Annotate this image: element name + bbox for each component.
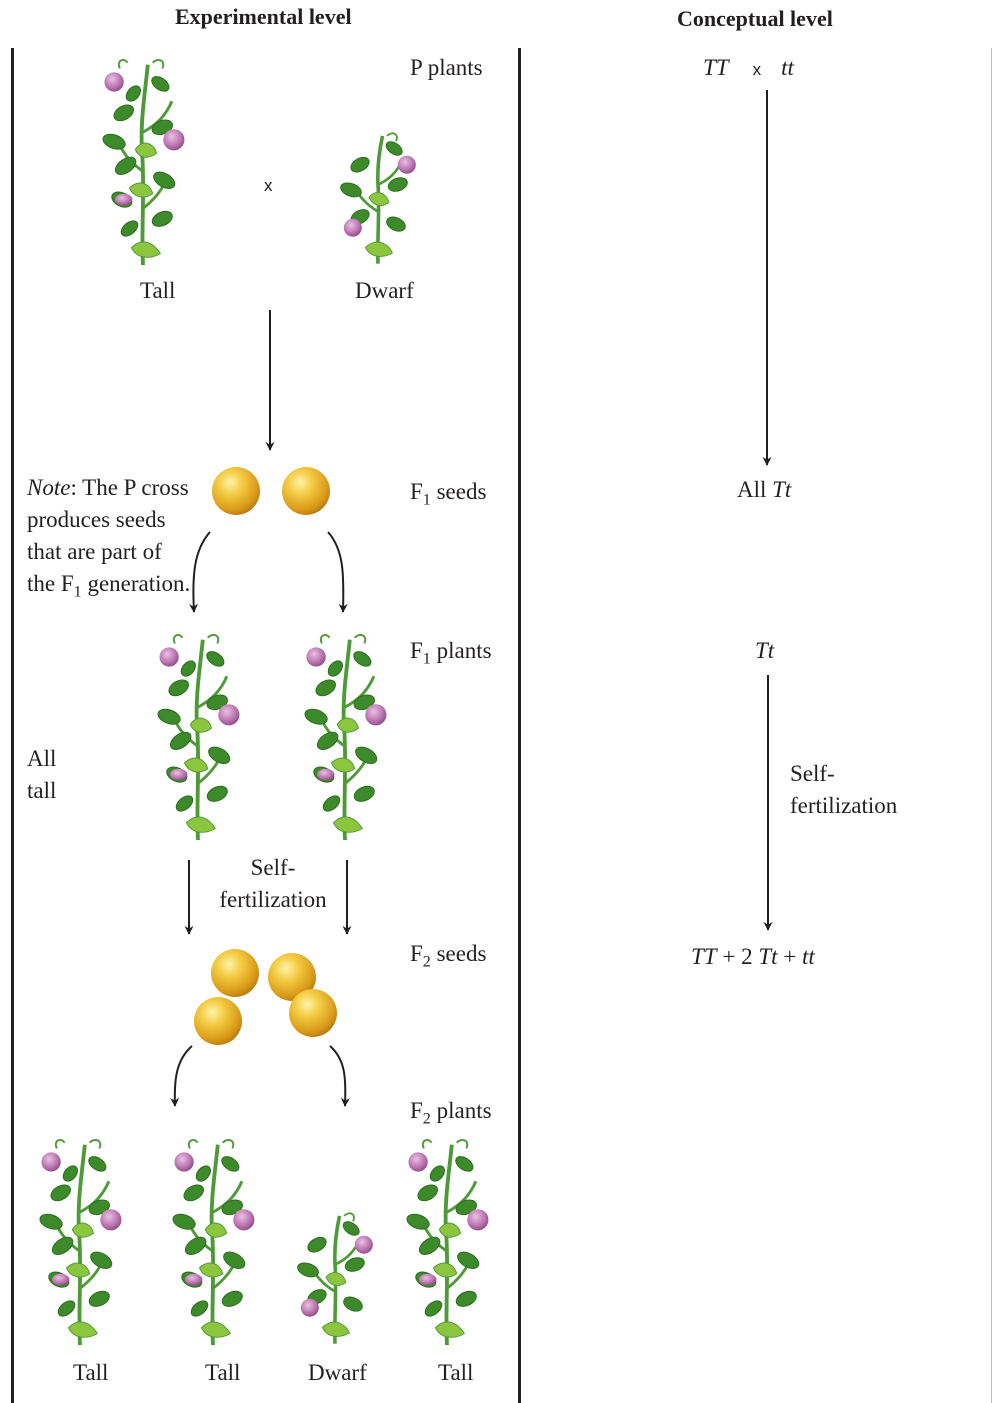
p-dwarf-label: Dwarf: [355, 278, 414, 303]
f1-seed-right-arrow: [327, 531, 348, 613]
right-border-line: [991, 48, 992, 1403]
f2-seed-3: [194, 997, 242, 1045]
f1-seed-1: [212, 467, 260, 515]
p-plants-label: P plants: [410, 55, 483, 80]
left-border-line: [11, 48, 14, 1403]
all-tall-label: All tall: [27, 746, 57, 803]
cross-symbol: x: [264, 176, 273, 195]
f1-seeds-label: F1 seeds: [410, 479, 487, 509]
f2-label-4: Tall: [438, 1360, 474, 1385]
f2-plants-label: F2 plants: [410, 1098, 492, 1128]
conceptual-f2-genotypes: TT + 2 Tt + tt: [691, 944, 815, 969]
f2-seed-right-arrow: [329, 1045, 350, 1107]
self-fertilization-label-conceptual: Self-fertilization: [790, 761, 898, 818]
f2-label-3: Dwarf: [308, 1360, 367, 1385]
f2-seeds-label: F2 seeds: [410, 941, 487, 971]
f2-label-1: Tall: [73, 1360, 109, 1385]
conceptual-level-header: Conceptual level: [677, 6, 833, 31]
p-tall-label: Tall: [140, 278, 176, 303]
f1-seed-2: [282, 467, 330, 515]
f2-seed-2: [268, 953, 316, 1001]
note-text: Note: The P cross produces seeds that ar…: [27, 475, 191, 601]
f2-seed-1: [211, 949, 259, 997]
f1-plants-label: F1 plants: [410, 638, 492, 668]
self-fertilization-label-experimental: Self-fertilization: [219, 855, 327, 912]
f2-label-2: Tall: [205, 1360, 241, 1385]
conceptual-f1-genotype: All Tt: [737, 477, 792, 502]
f1-seed-left-arrow: [189, 531, 211, 613]
f2-seed-left-arrow: [170, 1045, 193, 1107]
conceptual-f1-plants-genotype: Tt: [755, 638, 775, 663]
f2-seed-4: [289, 989, 337, 1037]
column-divider-line: [518, 48, 521, 1403]
experimental-level-header: Experimental level: [175, 4, 352, 29]
